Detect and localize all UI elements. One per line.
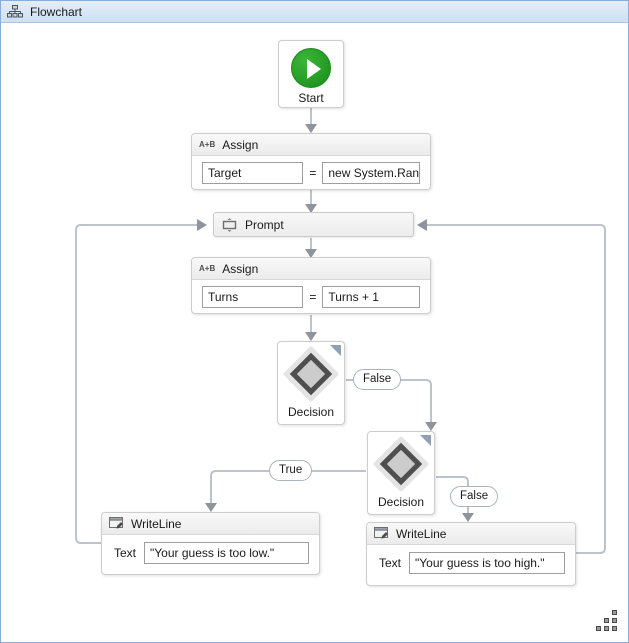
text-value-field[interactable]: "Your guess is too high." [409,552,565,574]
start-label: Start [298,91,324,105]
equals-sign: = [309,290,317,304]
page-title: Flowchart [30,4,83,19]
assign-icon: A+B [199,264,216,273]
prompt-node[interactable]: Prompt [213,212,414,237]
decision-label: Decision [377,495,425,509]
arrowhead-into-assign1 [305,124,317,133]
assign-title: Assign [222,261,259,276]
play-triangle-icon [307,59,321,79]
text-field-label: Text [114,546,137,560]
writeline-header[interactable]: WriteLine [102,513,319,535]
decision1-node[interactable]: Decision [277,341,345,425]
text-field-label: Text [379,556,402,570]
decision2-false-pill: False [450,486,499,507]
prompt-title: Prompt [245,217,284,232]
writeline-high-node[interactable]: WriteLine Text "Your guess is too high." [366,522,576,586]
assign-to-field[interactable]: Target [202,162,304,184]
assign-icon: A+B [199,140,216,149]
resize-grip[interactable] [595,610,617,632]
writeline-icon [374,527,388,539]
decision2-node[interactable]: Decision [367,431,435,515]
arrowhead-into-assign2 [305,249,317,258]
arrowhead-into-prompt-right [417,219,427,231]
writeline-title: WriteLine [131,516,182,531]
arrowhead-into-decision1 [305,332,317,341]
connector-writeline-high-prompt [427,224,606,554]
start-play-icon [291,48,331,88]
text-value-field[interactable]: "Your guess is too low." [144,542,309,564]
flowchart-icon [7,5,23,18]
start-node[interactable]: Start [278,40,344,108]
arrowhead-into-prompt-left [197,219,207,231]
decision1-false-pill: False [353,369,402,390]
arrowhead-into-decision2 [425,422,437,431]
arrowhead-into-writeline-high [462,513,474,522]
assign-turns-header[interactable]: A+B Assign [192,258,430,280]
connector-decision2-true [210,470,366,503]
assign-to-field[interactable]: Turns [202,286,304,308]
assign-target-header[interactable]: A+B Assign [192,134,430,156]
equals-sign: = [309,166,317,180]
writeline-low-node[interactable]: WriteLine Text "Your guess is too low." [101,512,320,575]
assign-value-field[interactable]: new System.Random [322,162,420,184]
writeline-icon [109,517,123,529]
decision-label: Decision [287,405,335,419]
collapse-triangle-icon[interactable] [420,435,431,446]
writeline-title: WriteLine [396,526,447,541]
assign-target-node[interactable]: A+B Assign Target = new System.Random [191,133,431,190]
assign-turns-node[interactable]: A+B Assign Turns = Turns + 1 [191,257,431,314]
decision2-true-pill: True [269,460,313,481]
flowchart-titlebar: Flowchart [1,1,628,23]
connector-writeline-low-prompt [75,224,197,544]
collapse-triangle-icon[interactable] [330,345,341,356]
assign-title: Assign [222,137,259,152]
connector-decision2-false [436,476,469,513]
connector-decision1-false [346,379,432,422]
arrowhead-into-prompt-top [305,204,317,213]
assign-value-field[interactable]: Turns + 1 [322,286,420,308]
writeline-header[interactable]: WriteLine [367,523,575,545]
prompt-activity-icon [222,217,237,232]
arrowhead-into-writeline-low [205,503,217,512]
